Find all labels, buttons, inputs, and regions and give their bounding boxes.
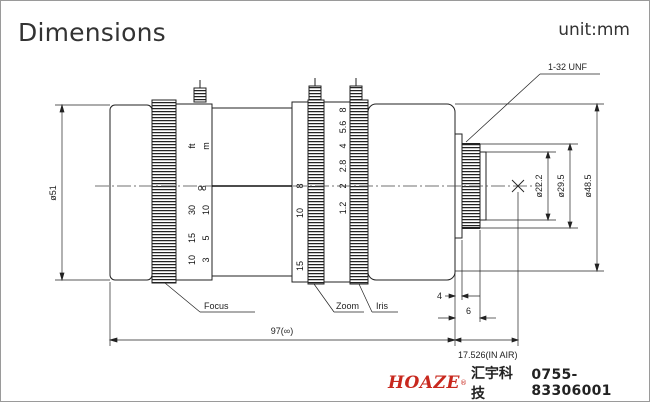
iris-value: 4 — [338, 143, 348, 148]
dimension-total-length — [108, 282, 457, 346]
focus-lock-knob — [193, 87, 207, 103]
mount-leader — [465, 73, 600, 143]
mid-diameter-label: ø29.5 — [556, 174, 566, 197]
iris-callout-label: Iris — [376, 301, 388, 311]
total-length-label: 97(∞) — [271, 326, 293, 336]
zoom-value: 15 — [295, 261, 305, 271]
iris-value: 2.8 — [338, 160, 348, 173]
focus-m-value: 10 — [187, 255, 197, 265]
zoom-scale: 8 10 15 — [295, 183, 305, 271]
iris-value: 2 — [338, 183, 348, 188]
iris-lock-knob — [349, 85, 363, 101]
mount-thread-label: 1-32 UNF — [548, 62, 588, 72]
brand-logo: HOAZE — [388, 373, 460, 393]
lens-body — [109, 78, 487, 285]
registered-mark: ® — [459, 379, 467, 387]
dimension-outer-diameter — [55, 103, 110, 282]
callout-leaders — [164, 282, 398, 313]
back-focus-label: 17.526(IN AIR) — [458, 350, 518, 360]
iris-value: 1.2 — [338, 202, 348, 215]
focal-cross-icon — [511, 179, 525, 193]
unit-label: unit:mm — [558, 20, 630, 40]
focus-ft-value: 10 — [201, 205, 211, 215]
iris-scale: 1.2 2 2.8 4 5.6 8 — [338, 107, 348, 214]
length-6-label: 6 — [466, 306, 471, 316]
focus-m-unit: m — [201, 142, 211, 150]
zoom-lock-knob — [308, 85, 322, 101]
front-barrel — [109, 104, 153, 281]
focus-ft-value: 5 — [201, 235, 211, 240]
middle-barrel — [211, 107, 293, 277]
dimension-rear-diameters — [455, 102, 604, 273]
focus-ring — [151, 99, 177, 284]
zoom-value: 10 — [295, 208, 305, 218]
page-title: Dimensions — [18, 18, 166, 47]
focus-ft-unit: ft — [187, 143, 197, 149]
large-diameter-label: ø48.5 — [583, 174, 593, 197]
phone-number: 0755-83306001 — [531, 367, 612, 399]
company-name: 汇宇科技 — [470, 366, 513, 402]
zoom-scale-collar — [291, 101, 309, 283]
zoom-value: 8 — [295, 183, 305, 188]
focus-m-value: 15 — [187, 233, 197, 243]
iris-value: 5.6 — [338, 121, 348, 134]
focus-callout-label: Focus — [204, 301, 229, 311]
small-diameter-label: ø22.2 — [534, 174, 544, 197]
focus-scale: ft m ∞ 30 15 10 10 5 3 — [187, 142, 211, 265]
zoom-ring — [307, 99, 325, 285]
footer-brand: HOAZE® 汇宇科技 0755-83306001 — [388, 366, 650, 402]
iris-ring — [349, 99, 369, 285]
focus-m-value: 30 — [187, 205, 197, 215]
outer-diameter-label: ø51 — [48, 185, 58, 201]
length-4-label: 4 — [437, 291, 442, 301]
zoom-callout-label: Zoom — [336, 301, 359, 311]
dimension-back-focus — [453, 192, 520, 346]
infinity-symbol-icon: ∞ — [197, 181, 208, 196]
focus-ft-value: 3 — [201, 257, 211, 262]
rear-barrel — [367, 103, 456, 281]
dimension-mount-lengths — [438, 230, 496, 322]
iris-value: 8 — [338, 107, 348, 112]
